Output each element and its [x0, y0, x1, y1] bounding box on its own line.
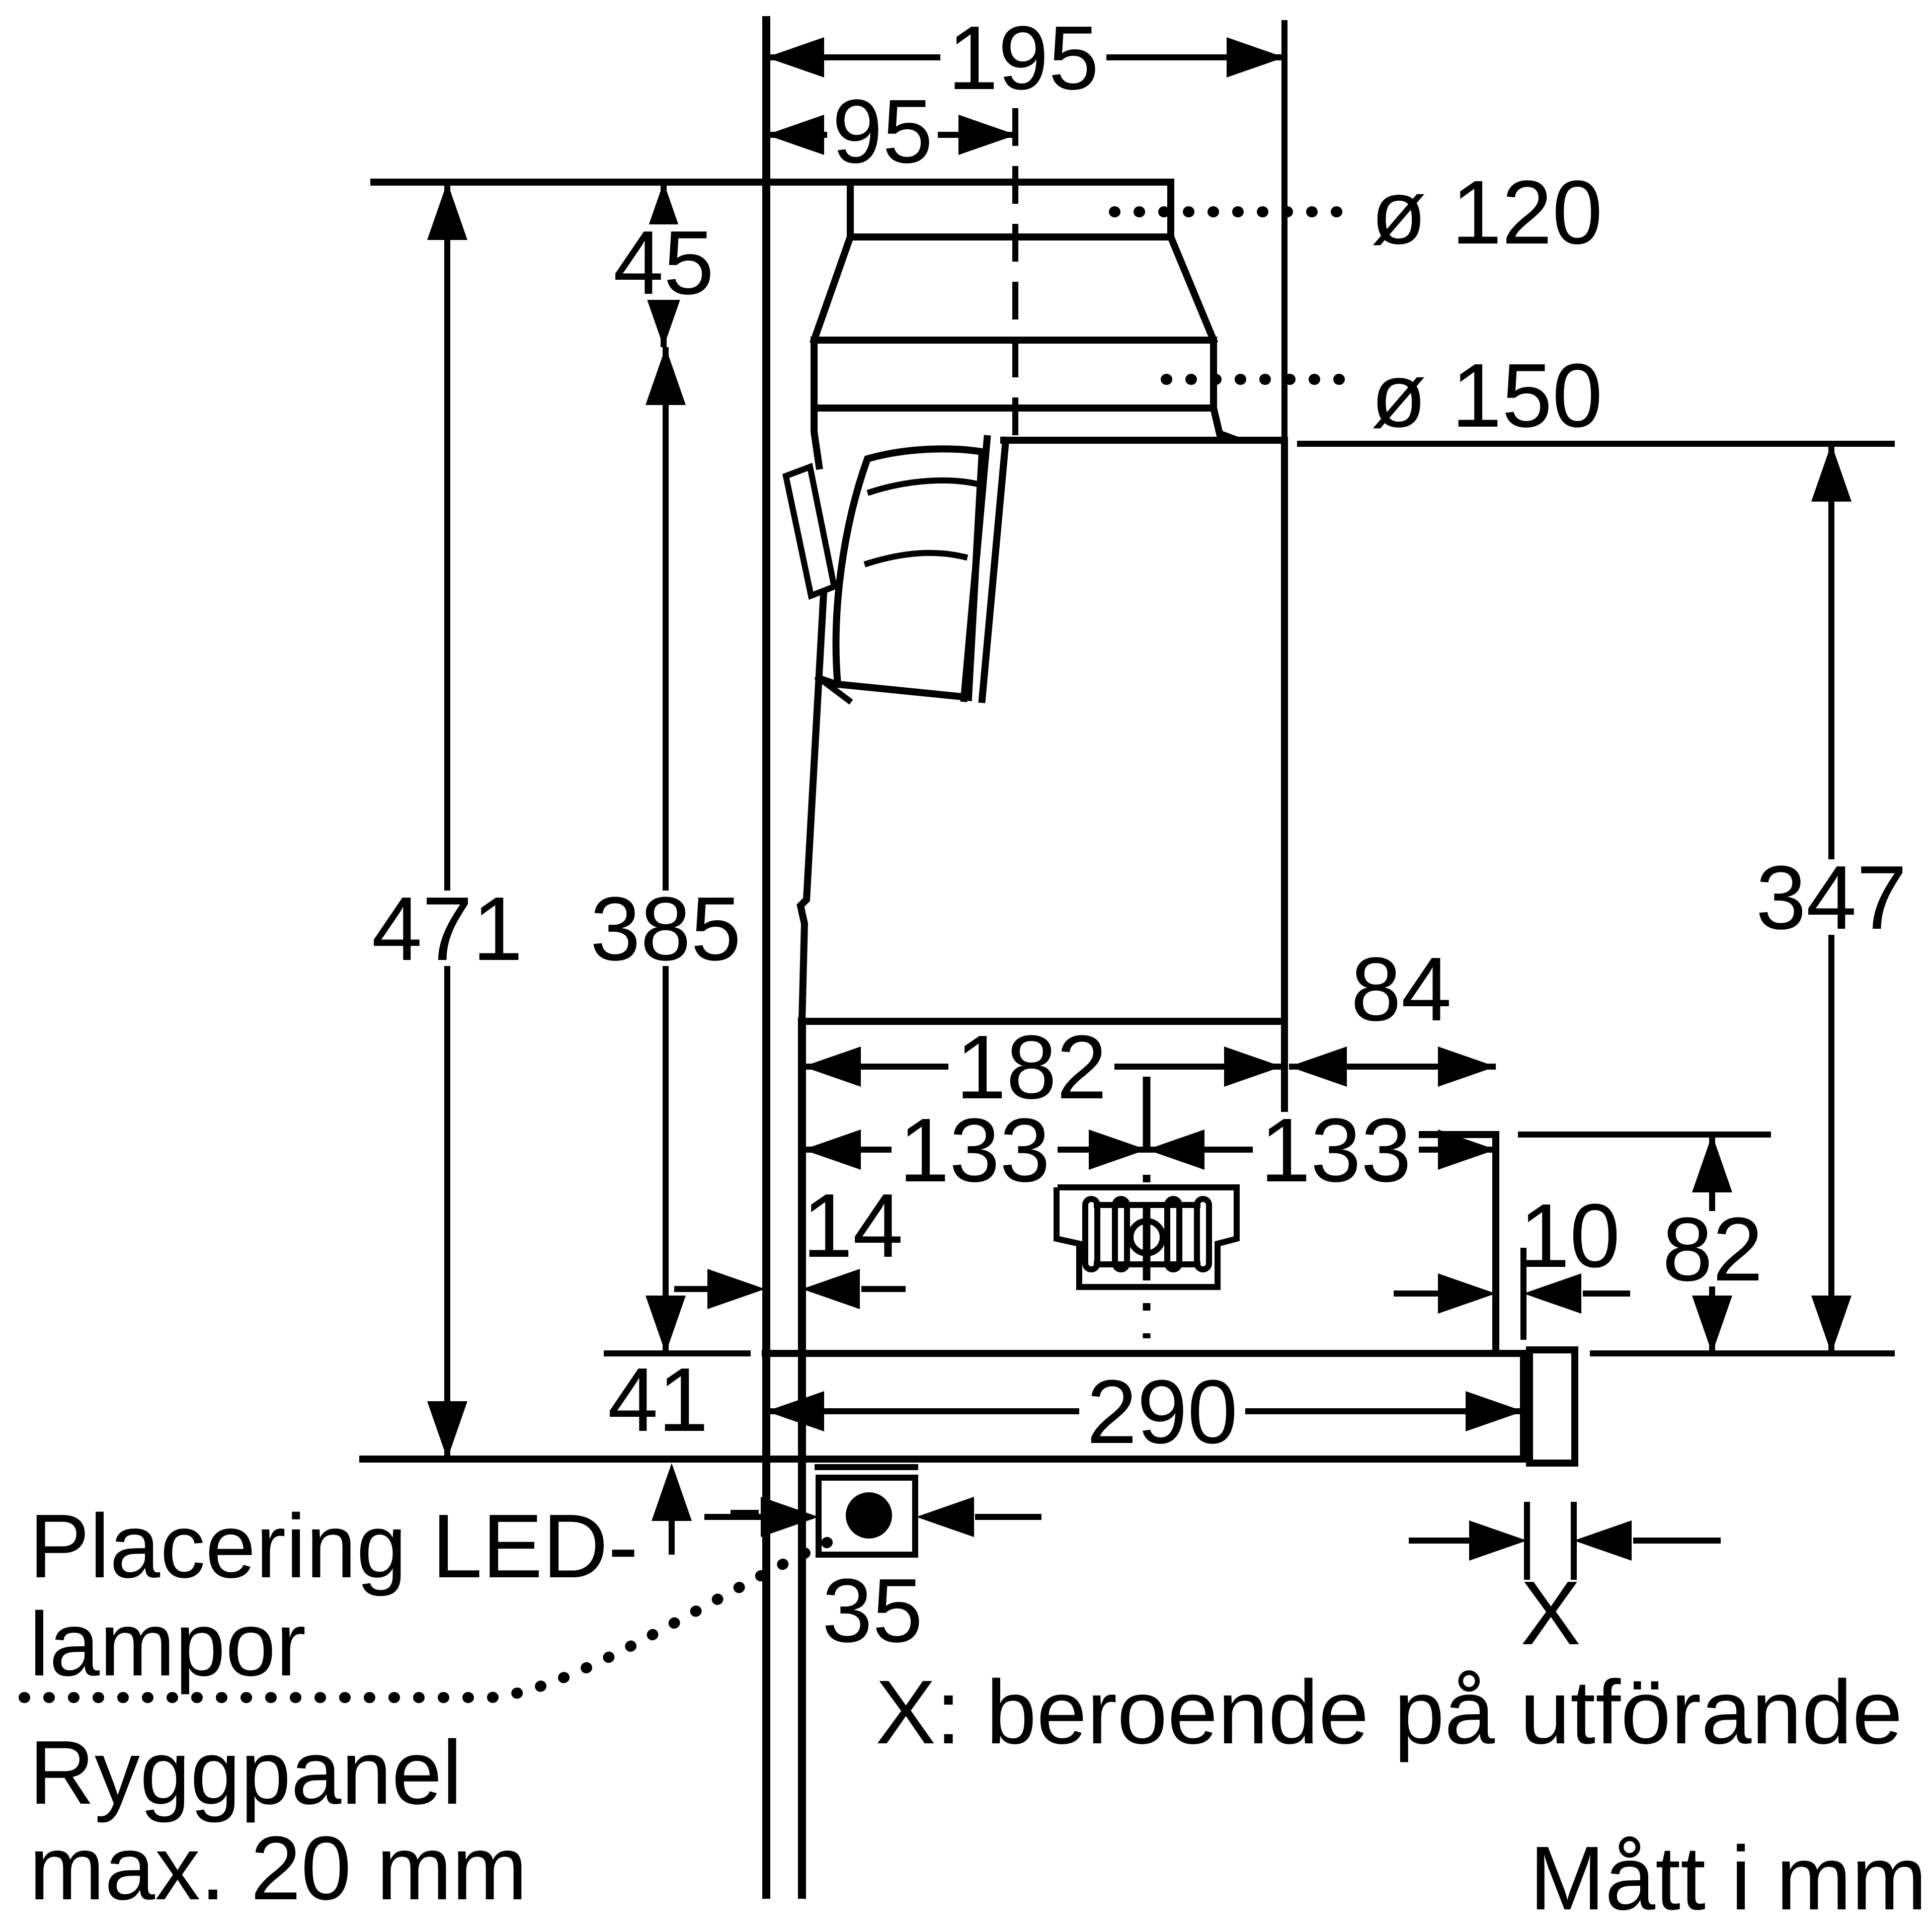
- dim-lower-height-label: 82: [1662, 1199, 1763, 1300]
- reference-lines: [604, 20, 1895, 1580]
- back-panel-arrow: [652, 1463, 692, 1521]
- dim-center-right-label: 133: [1260, 1100, 1411, 1201]
- dim-duct-offset-label: 95: [832, 81, 933, 182]
- note-led-line2: lampor: [29, 1594, 306, 1695]
- dim-step-width-label: 84: [1351, 939, 1452, 1040]
- dim-drawer-height-label: 41: [608, 1349, 708, 1451]
- dim-body-height-label: 385: [590, 878, 741, 980]
- label-backings: [364, 20, 1917, 1449]
- dim-drawer-width-label: 290: [1087, 1361, 1238, 1463]
- annotation-labels: Placering LED- lampor Ryggpanel max. 20 …: [29, 1496, 1927, 1929]
- dimension-labels: 195 95 45 471 385 347 182 84 133 133 14 …: [372, 8, 1907, 1664]
- leader-led: [19, 1532, 845, 1703]
- diameter-labels: ø 120 ø 150: [1371, 162, 1602, 446]
- dim-total-height-label: 471: [372, 878, 523, 980]
- led-dot: [846, 1492, 892, 1539]
- note-panel-line1: Ryggpanel: [29, 1722, 462, 1823]
- duct-collar: [810, 179, 1238, 470]
- dim-front-panel-label: X: [1520, 1563, 1581, 1664]
- damper-flaps: [782, 435, 1010, 705]
- note-units: Mått i mm: [1530, 1828, 1927, 1929]
- dim-back-gap-label: 14: [802, 1175, 903, 1276]
- dim-center-left-label: 133: [899, 1100, 1050, 1201]
- note-panel-line2: max. 20 mm: [29, 1818, 527, 1919]
- leader-lines: [19, 206, 1364, 1703]
- dim-top-width-label: 195: [948, 8, 1099, 109]
- dim-duct-stub-label: 45: [613, 212, 714, 313]
- dim-led-offset-label: 35: [822, 1560, 923, 1661]
- drawer-front-panel: [1526, 1346, 1578, 1467]
- telescopic-drawer: [359, 1346, 1578, 1467]
- led-lamp-marker: [815, 1464, 918, 1558]
- diameter-150-label: ø 150: [1371, 345, 1602, 446]
- centerlines: [1012, 108, 1151, 1338]
- note-led-line1: Placering LED-: [29, 1496, 638, 1597]
- note-x-variant: X: beroende på utförande: [875, 1662, 1903, 1763]
- dimension-arrows: [427, 37, 1852, 1561]
- dim-side-gap-label: 10: [1519, 1185, 1620, 1286]
- dim-right-height-label: 347: [1756, 847, 1907, 948]
- dim-filter-width-label: 182: [956, 1017, 1107, 1118]
- diameter-120-label: ø 120: [1371, 162, 1602, 263]
